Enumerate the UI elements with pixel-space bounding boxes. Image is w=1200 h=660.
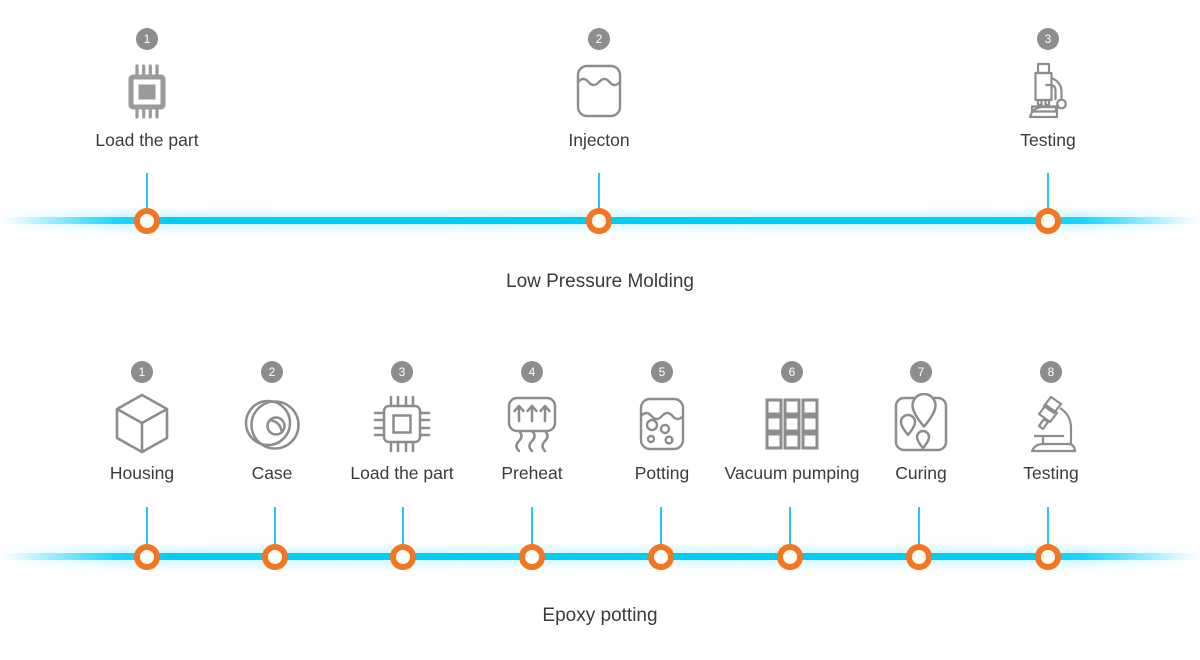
step-label: Load the part	[95, 130, 199, 150]
step-label: Vacuum pumping	[724, 463, 860, 483]
step-number-badge: 3	[391, 361, 413, 383]
grid-icon	[692, 391, 892, 457]
step-label: Potting	[634, 463, 690, 483]
cpu-icon	[302, 391, 502, 457]
reel-icon	[172, 391, 372, 457]
step-connector	[1047, 173, 1049, 218]
potting-liquid-icon	[562, 391, 762, 457]
step-label: Testing	[1023, 463, 1079, 483]
step-connector	[146, 507, 148, 552]
step-number-badge: 5	[651, 361, 673, 383]
timeline-epoxy-potting: 1 Housing 2 Case 3	[0, 340, 1200, 660]
step-number-badge: 2	[588, 28, 610, 50]
timeline-caption: Low Pressure Molding	[506, 271, 694, 292]
timeline-node[interactable]	[586, 208, 612, 234]
step-connector	[531, 507, 533, 552]
timeline-node[interactable]	[1035, 544, 1061, 570]
step-label: Testing	[1020, 130, 1076, 150]
liquid-tank-icon	[499, 58, 699, 124]
microscope-tilt-icon	[951, 391, 1151, 457]
preheat-icon	[432, 391, 632, 457]
step-number-badge: 2	[261, 361, 283, 383]
timeline-step[interactable]: 3 Load the part	[302, 361, 502, 484]
step-number-badge: 4	[521, 361, 543, 383]
timeline-step[interactable]: 5 Potting	[562, 361, 762, 484]
timeline-node[interactable]	[906, 544, 932, 570]
step-label: Injecton	[568, 130, 630, 150]
timeline-caption: Epoxy potting	[542, 605, 658, 626]
step-connector	[402, 507, 404, 552]
timeline-rail	[0, 553, 1200, 560]
step-connector	[660, 507, 662, 552]
timeline-step[interactable]: 2 Injecton	[499, 28, 699, 151]
timeline-step[interactable]: 1 Housing	[42, 361, 242, 484]
step-label: Housing	[109, 463, 175, 483]
timeline-step[interactable]: 2 Case	[172, 361, 372, 484]
timeline-node[interactable]	[134, 208, 160, 234]
timeline-step[interactable]: 7 Curing	[821, 361, 1021, 484]
step-connector	[1047, 507, 1049, 552]
timeline-node[interactable]	[777, 544, 803, 570]
cube-icon	[42, 391, 242, 457]
step-label: Curing	[895, 463, 947, 483]
step-number-badge: 1	[131, 361, 153, 383]
timeline-node[interactable]	[262, 544, 288, 570]
step-connector	[918, 507, 920, 552]
step-label: Case	[251, 463, 293, 483]
timeline-node[interactable]	[1035, 208, 1061, 234]
timeline-node[interactable]	[519, 544, 545, 570]
timeline-step[interactable]: 1 Load the part	[47, 28, 247, 151]
droplet-map-icon	[821, 391, 1021, 457]
timeline-node[interactable]	[390, 544, 416, 570]
step-connector	[598, 173, 600, 218]
timeline-low-pressure-molding: 1 Load the part 2 Injecton 3	[0, 0, 1200, 310]
step-number-badge: 1	[136, 28, 158, 50]
step-connector	[789, 507, 791, 552]
timeline-node[interactable]	[648, 544, 674, 570]
step-label: Preheat	[501, 463, 563, 483]
microscope-icon	[948, 58, 1148, 124]
step-connector	[274, 507, 276, 552]
step-number-badge: 8	[1040, 361, 1062, 383]
timeline-step[interactable]: 4 Preheat	[432, 361, 632, 484]
timeline-step[interactable]: 3 Testing	[948, 28, 1148, 151]
timeline-node[interactable]	[134, 544, 160, 570]
step-number-badge: 7	[910, 361, 932, 383]
step-connector	[146, 173, 148, 218]
timeline-step[interactable]: 6 Vacuum pumping	[692, 361, 892, 484]
step-number-badge: 6	[781, 361, 803, 383]
chip-icon	[47, 58, 247, 124]
step-number-badge: 3	[1037, 28, 1059, 50]
step-label: Load the part	[350, 463, 454, 483]
timeline-step[interactable]: 8 Testing	[951, 361, 1151, 484]
